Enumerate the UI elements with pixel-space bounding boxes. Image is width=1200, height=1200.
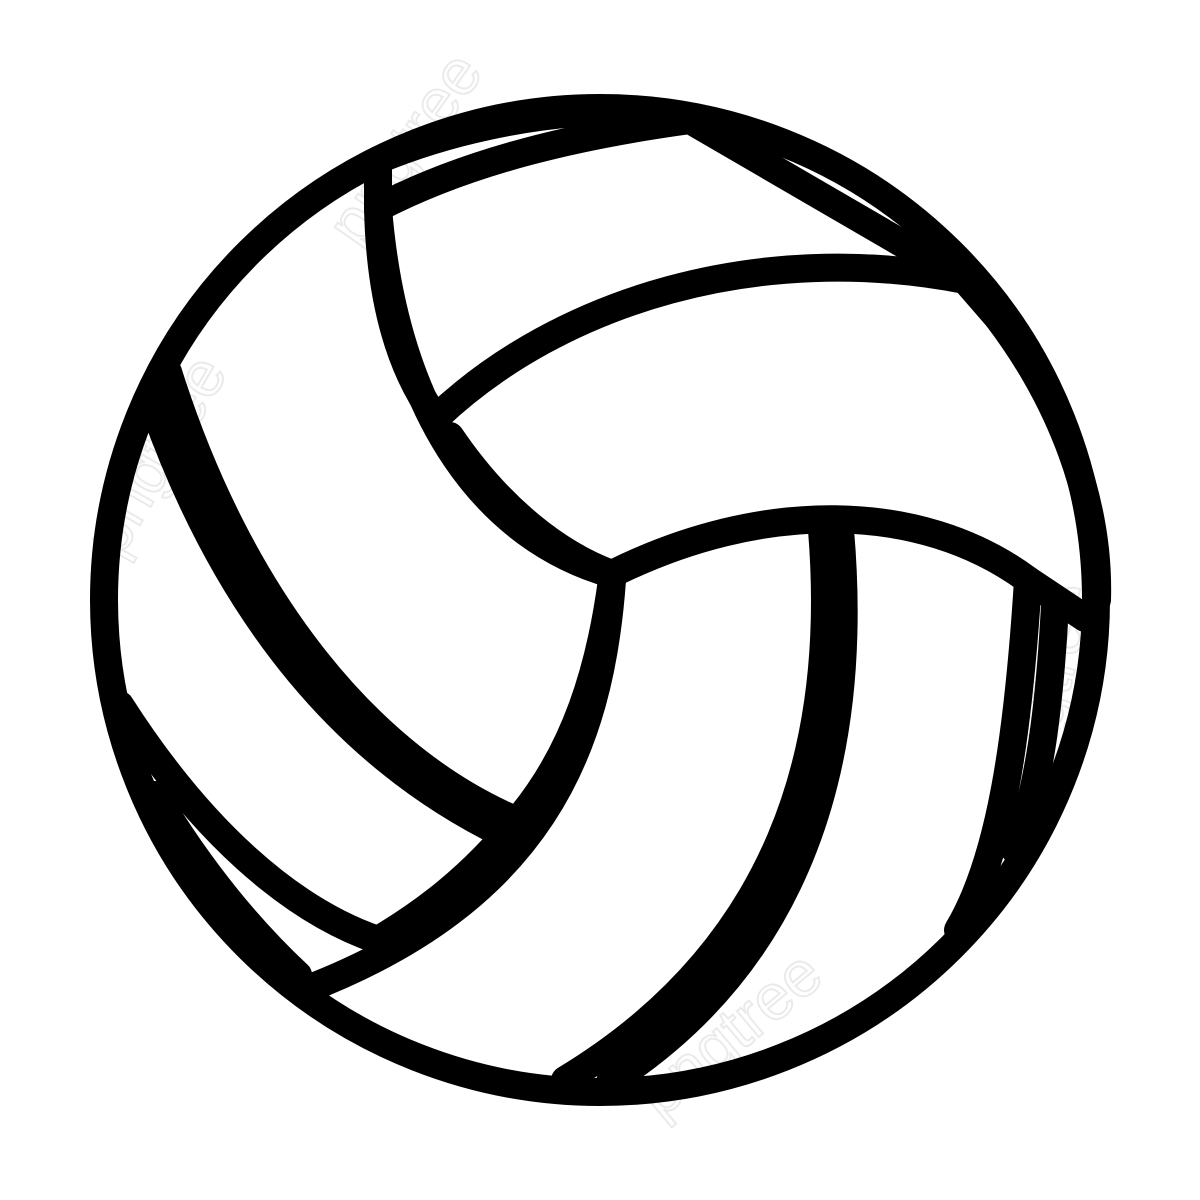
seam-left-upper [154,358,534,836]
seam-mid-swoop [436,422,626,588]
seam-bottom-right-inner [596,516,858,1096]
seam-lower-left [106,691,392,954]
seam-far-right [1001,591,1069,864]
seam-center-curve [422,253,1012,432]
seam-lower-left-inner [141,781,312,989]
seam-top-arc [364,98,606,174]
seam-top-inner [364,106,979,294]
seam-right-long [984,304,1112,614]
seam-left-inner [141,396,519,849]
seam-right-vertical [944,566,1042,944]
seam-center-lower [284,566,626,1006]
volleyball-icon [90,94,1112,1106]
seam-bottom-mid [551,516,840,1094]
seam-left-swoop [364,194,626,588]
